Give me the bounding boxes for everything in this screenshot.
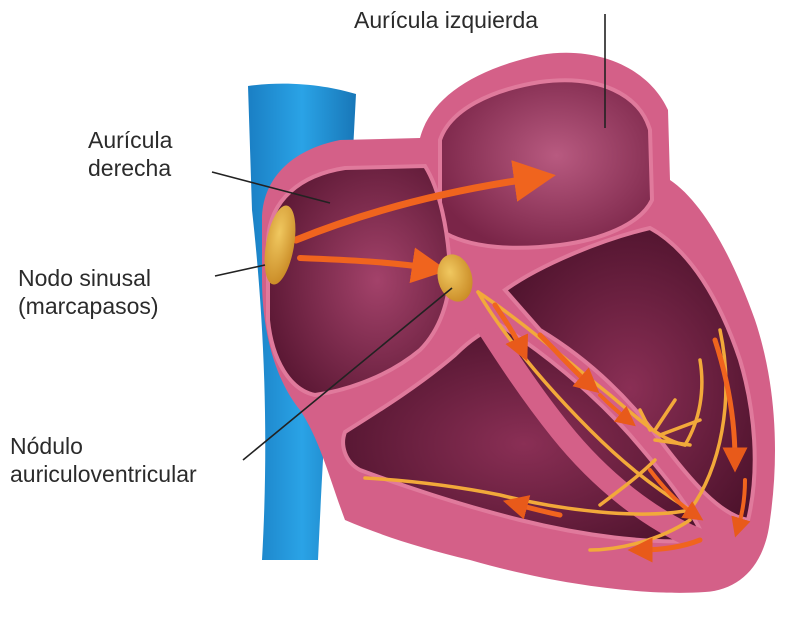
label-right-atrium-line2: derecha [88, 154, 172, 182]
label-av-node-line1: Nódulo [10, 432, 197, 460]
label-right-atrium-line1: Aurícula [88, 126, 172, 154]
label-right-atrium: Aurícula derecha [88, 126, 172, 182]
label-sinus-node-line2: (marcapasos) [18, 292, 159, 320]
label-left-atrium-text: Aurícula izquierda [354, 6, 538, 34]
label-av-node: Nódulo auriculoventricular [10, 432, 197, 488]
label-sinus-node-line1: Nodo sinusal [18, 264, 159, 292]
label-av-node-line2: auriculoventricular [10, 460, 197, 488]
left-atrium-chamber [440, 80, 652, 247]
label-sinus-node: Nodo sinusal (marcapasos) [18, 264, 159, 320]
label-left-atrium: Aurícula izquierda [354, 6, 538, 34]
